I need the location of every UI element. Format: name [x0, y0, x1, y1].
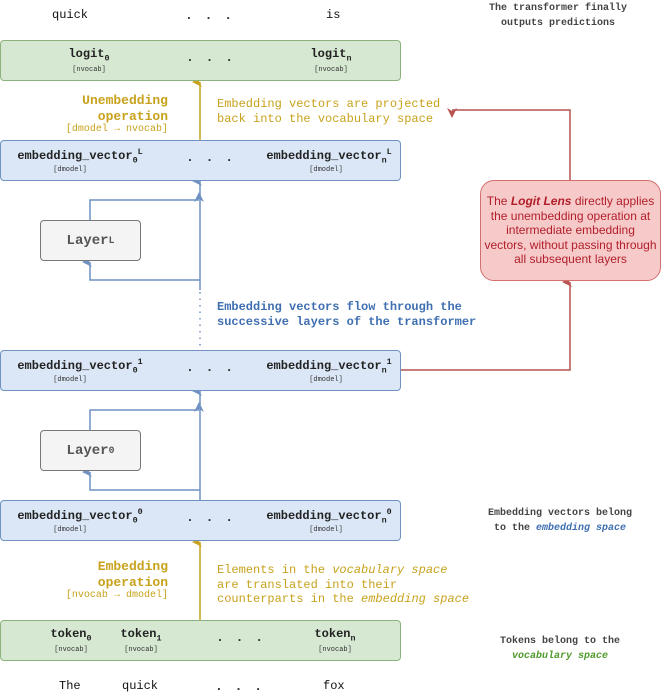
embedding-vector-n-1: embedding_vectorn1 [dmodel]: [266, 357, 392, 385]
embedding-row-l: embedding_vector0L [dmodel] . . . embedd…: [0, 140, 401, 181]
output-word-n: is: [326, 8, 341, 22]
logits-row: logit0 [nvocab] . . . logitn [nvocab]: [0, 40, 401, 81]
layer-0-output-arrow: [89, 402, 204, 430]
unembedding-note: Embedding vectors are projected back int…: [217, 97, 441, 126]
output-note: The transformer finally outputs predicti…: [488, 3, 628, 29]
embedding-row-0: embedding_vector00 [dmodel] . . . embedd…: [0, 500, 401, 541]
embedding-label: Embedding operation [nvocab → dmodel]: [65, 559, 168, 601]
input-word-0: The: [59, 679, 81, 693]
embedding-vector-n-0: embedding_vectorn0 [dmodel]: [266, 507, 392, 535]
unembedding-label: Unembedding operation [dmodel → nvocab]: [65, 93, 168, 135]
token-ellipsis: . . .: [216, 630, 266, 645]
logit-lens-callout: The Logit Lens directly applies the unem…: [480, 180, 661, 281]
vocabulary-space-note: Tokens belong to the vocabulary space: [499, 636, 621, 662]
lens-output-arrow: [447, 108, 571, 180]
tokens-row: token0 [nvocab] token1 [nvocab] . . . to…: [0, 620, 401, 661]
token-0: token0 [nvocab]: [50, 627, 92, 655]
layer-0-input-arrow: [82, 467, 200, 491]
logit-0: logit0 [nvocab]: [68, 47, 110, 75]
embedding-vector-n-l: embedding_vectornL [dmodel]: [266, 147, 392, 175]
embedding-note: Elements in the vocabulary space are tra…: [217, 563, 470, 606]
logit-ellipsis: . . .: [186, 50, 236, 65]
output-word-ellipsis: . . .: [185, 8, 235, 23]
embedding-space-note: Embedding vectors belong to the embeddin…: [487, 508, 633, 534]
input-word-n: fox: [323, 679, 345, 693]
embedding-vector-0-l: embedding_vector0L [dmodel]: [17, 147, 143, 175]
layer-l-input-arrow: [82, 257, 200, 281]
embedding-vector-0-0: embedding_vector00 [dmodel]: [17, 507, 143, 535]
layer-l-output-arrow: [89, 192, 204, 220]
embedding-1-ellipsis: . . .: [186, 360, 236, 375]
embedding-row-1: embedding_vector01 [dmodel] . . . embedd…: [0, 350, 401, 391]
logit-n: logitn [nvocab]: [310, 47, 352, 75]
input-word-ellipsis: . . .: [215, 679, 265, 694]
output-word-1: quick: [52, 8, 89, 22]
lens-input-arrow: [401, 277, 572, 371]
input-word-1: quick: [122, 679, 159, 693]
token-1: token1 [nvocab]: [120, 627, 162, 655]
embedding-0-ellipsis: . . .: [186, 510, 236, 525]
token-n: tokenn [nvocab]: [314, 627, 356, 655]
embedding-vector-0-1: embedding_vector01 [dmodel]: [17, 357, 143, 385]
embedding-l-ellipsis: . . .: [186, 150, 236, 165]
layers-flow-note: Embedding vectors flow through the succe…: [217, 300, 477, 329]
